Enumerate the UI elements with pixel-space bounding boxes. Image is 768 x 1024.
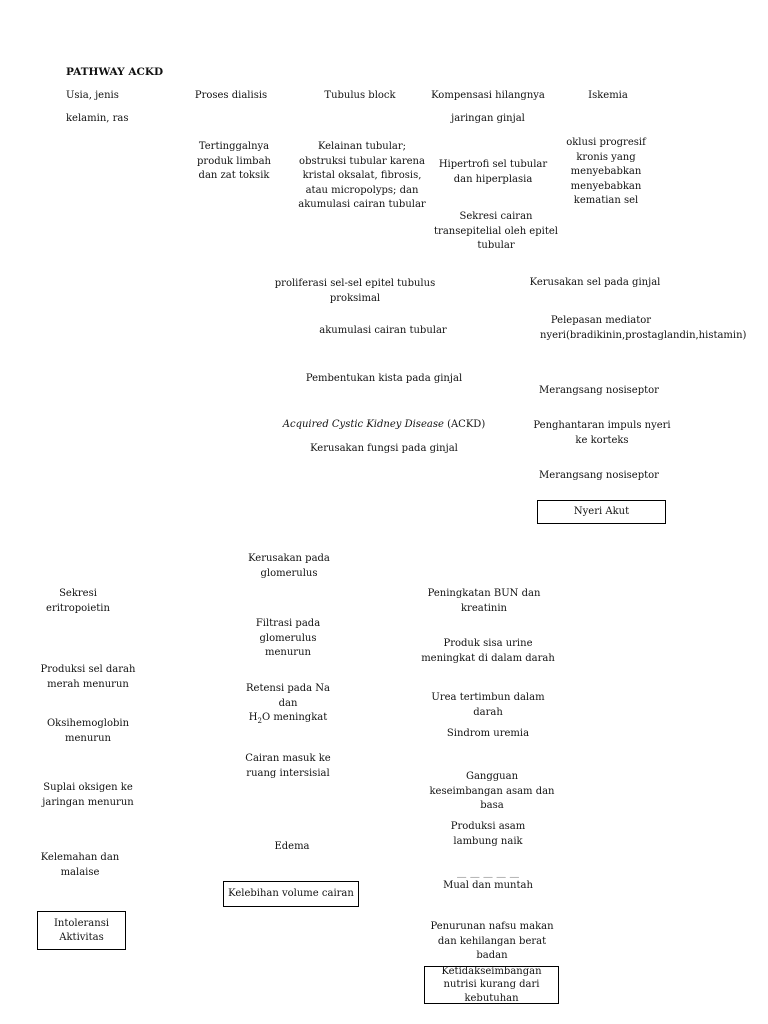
produk-sisa-node: Produk sisa urine meningkat di dalam dar… (421, 638, 555, 664)
penurunan-nafsu-node: Penurunan nafsu makan dan kehilangan ber… (430, 921, 554, 961)
edema-node: Edema (274, 841, 310, 852)
kompensasi-label-1: Kompensasi hilangnya (431, 90, 545, 101)
proliferasi-node: proliferasi sel-sel epitel tubulus proks… (274, 278, 436, 304)
overlapped-text-fragment: — — — — — (456, 872, 520, 882)
kerusakan-sel-node: Kerusakan sel pada ginjal (529, 277, 661, 288)
sekresi-cairan-node: Sekresi cairan transepitelial oleh epite… (434, 211, 558, 251)
filtrasi-node: Filtrasi pada glomerulus menurun (255, 618, 321, 658)
usia-label-1: Usia, jenis (66, 90, 119, 101)
cairan-masuk-node: Cairan masuk ke ruang intersisial (245, 753, 331, 779)
page-title: PATHWAY ACKD (66, 66, 164, 78)
sekresi-eritropoietin-node: Sekresi eritropoietin (46, 588, 110, 614)
iskemia-label: Iskemia (588, 90, 628, 101)
merangsang-nosiseptor-node-1: Merangsang nosiseptor (539, 385, 659, 396)
oklusi-node: oklusi progresif kronis yang menyebabkan… (566, 137, 646, 206)
ackd-node: Acquired Cystic Kidney Disease (ACKD) (280, 418, 488, 433)
oksihemoglobin-node: Oksihemoglobin menurun (46, 718, 130, 744)
ketidakseimbangan-nutrisi-box: Ketidakseimbangan nutrisi kurang dari ke… (424, 966, 559, 1004)
produksi-sel-darah-node: Produksi sel darah merah menurun (40, 664, 136, 690)
pembentukan-kista-node: Pembentukan kista pada ginjal (305, 373, 463, 384)
merangsang-nosiseptor-node-2: Merangsang nosiseptor (539, 470, 659, 481)
intoleransi-aktivitas-box: Intoleransi Aktivitas (37, 911, 126, 950)
kompensasi-label-2: jaringan ginjal (451, 113, 525, 124)
kelebihan-volume-box: Kelebihan volume cairan (223, 881, 359, 907)
kelainan-tubular-node: Kelainan tubular; obstruksi tubular kare… (298, 141, 426, 210)
akumulasi-node: akumulasi cairan tubular (319, 325, 447, 336)
tertinggal-node: Tertinggalnya produk limbah dan zat toks… (197, 141, 271, 181)
usia-label-2: kelamin, ras (66, 113, 129, 124)
suplai-oksigen-node: Suplai oksigen ke jaringan menurun (42, 782, 134, 808)
retensi-line-1: Retensi pada Na dan (246, 683, 330, 709)
nyeri-akut-box: Nyeri Akut (537, 500, 666, 524)
gangguan-keseimbangan-node: Gangguan keseimbangan asam dan basa (429, 771, 555, 811)
proses-dialisis-label: Proses dialisis (194, 90, 268, 101)
kerusakan-fungsi-node: Kerusakan fungsi pada ginjal (310, 443, 458, 454)
retensi-h-text: H (248, 712, 258, 723)
retensi-o-text: O meningkat (261, 712, 328, 723)
ackd-abbr-text: (ACKD) (447, 419, 486, 430)
ackd-italic-text: Acquired Cystic Kidney Disease (282, 419, 444, 430)
mual-muntah-node: Mual dan muntah (443, 880, 533, 891)
retensi-subscript: 2 (257, 717, 262, 725)
kerusakan-glomerulus-node: Kerusakan pada glomerulus (248, 553, 330, 579)
pelepasan-mediator-node: Pelepasan mediator nyeri(bradikinin,pros… (540, 315, 747, 341)
hipertrofi-node: Hipertrofi sel tubular dan hiperplasia (438, 159, 548, 185)
peningkatan-bun-node: Peningkatan BUN dan kreatinin (427, 588, 541, 614)
kelemahan-node: Kelemahan dan malaise (40, 852, 120, 878)
sindrom-uremia-node: Sindrom uremia (446, 728, 530, 739)
produksi-asam-node: Produksi asam lambung naik (450, 821, 526, 847)
urea-node: Urea tertimbun dalam darah (431, 692, 545, 718)
penghantaran-impuls-node: Penghantaran impuls nyeri ke korteks (533, 420, 671, 446)
tubulus-block-label: Tubulus block (324, 90, 396, 101)
